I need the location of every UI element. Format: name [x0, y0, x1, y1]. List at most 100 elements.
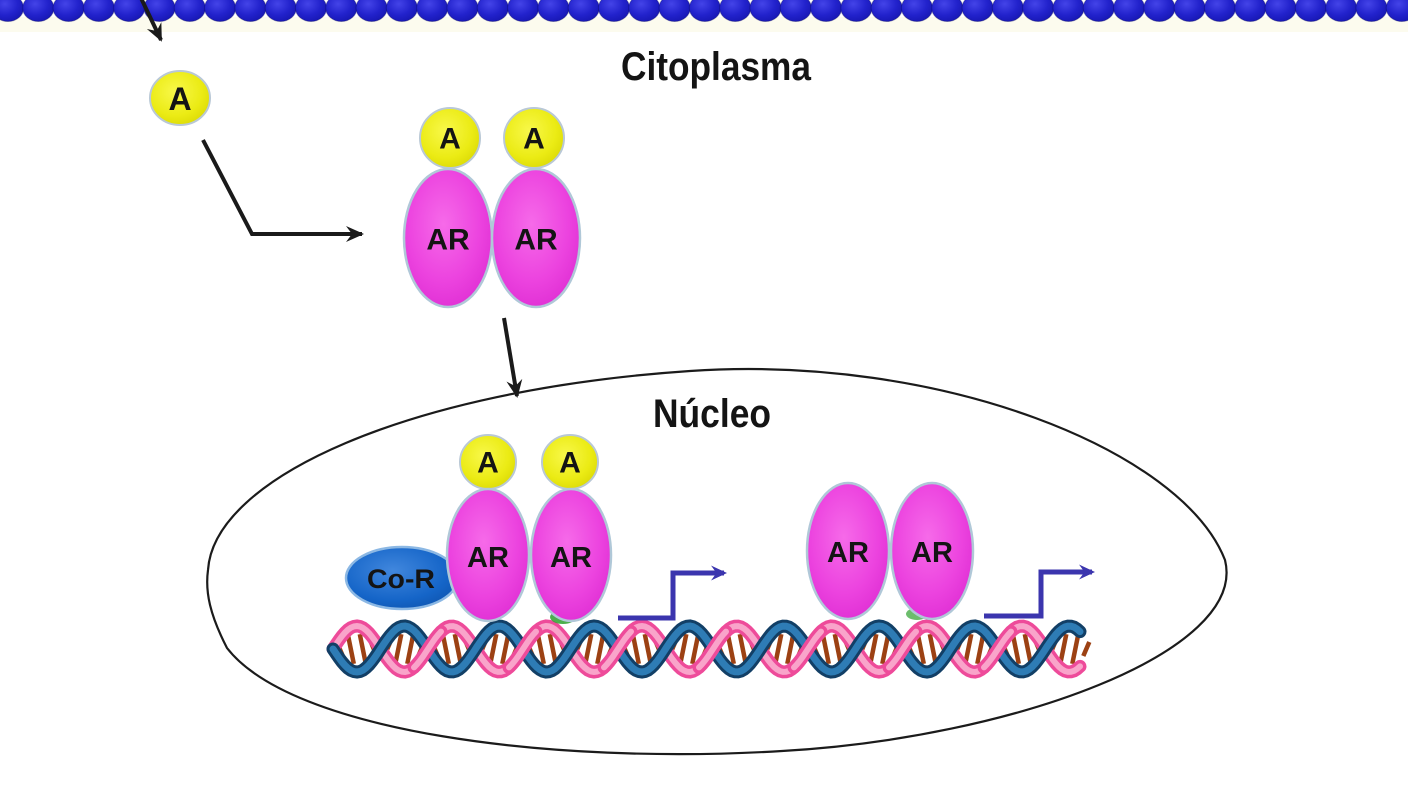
- membrane-lipid-bead: [810, 0, 843, 22]
- nucleus-label: Núcleo: [653, 392, 771, 436]
- dna-base-pair-rung: [488, 633, 499, 665]
- membrane-lipid-bead: [719, 0, 752, 22]
- membrane-lipid-bead: [476, 0, 509, 22]
- androgen-label: A: [477, 447, 499, 480]
- membrane-lipid-bead: [658, 0, 691, 22]
- membrane-lipid-bead: [1325, 0, 1358, 22]
- dna-base-pair-rung: [832, 633, 844, 665]
- dna-base-pair-rung: [583, 633, 594, 665]
- dna-base-pair-rung: [868, 633, 879, 665]
- membrane-lipid-bead: [537, 0, 570, 22]
- dna-base-pair-rung: [1081, 641, 1092, 657]
- membrane-lipid-bead: [991, 0, 1024, 22]
- membrane-lipid-bead: [749, 0, 782, 22]
- dna-base-pair-rung: [927, 633, 939, 665]
- androgen-receptor-oval: [805, 481, 891, 621]
- membrane-lipid-bead: [1294, 0, 1327, 22]
- membrane-lipid-bead: [1113, 0, 1146, 22]
- dna-base-pair-rung: [880, 633, 891, 665]
- membrane-lipid-bead: [234, 0, 267, 22]
- dna-base-pair-rung: [690, 633, 701, 665]
- ar-dimer-cytoplasm: A A AR AR: [402, 107, 582, 309]
- membrane-lipid-bead: [264, 0, 297, 22]
- receptor-label: AR: [514, 224, 558, 257]
- membrane-lipid-bead: [961, 0, 994, 22]
- membrane-underband: [0, 17, 1408, 32]
- androgen-receptor-oval: [490, 167, 582, 309]
- membrane-lipid-bead: [779, 0, 812, 22]
- membrane-lipid-bead: [22, 0, 55, 22]
- membrane-lipid-bead: [870, 0, 903, 22]
- androgen-label: A: [168, 81, 191, 117]
- membrane-lipid-bead: [840, 0, 873, 22]
- dna-strand-blue-highlight: [329, 622, 1084, 676]
- receptor-label: AR: [426, 224, 470, 257]
- androgen-circle: [149, 70, 211, 126]
- dna-crossover-pink-highlight: [791, 628, 824, 671]
- dna-base-pair-rung: [357, 633, 369, 665]
- membrane-lipid-bead: [52, 0, 85, 22]
- dna-base-pair-rung: [500, 633, 511, 665]
- dna-base-pair-rung: [773, 633, 784, 665]
- membrane-lipid-bead: [1234, 0, 1267, 22]
- membrane-lipid-bead: [628, 0, 661, 22]
- dna-base-pair-rung: [535, 633, 547, 665]
- receptor-label: AR: [911, 537, 953, 569]
- dna-base-pair-rung: [345, 633, 357, 665]
- ar-dimer-dna-2: AR AR: [805, 481, 975, 621]
- membrane-lipid-bead: [567, 0, 600, 22]
- receptor-label: AR: [550, 542, 592, 574]
- dna-base-pair-rung: [452, 633, 464, 665]
- dna-base-pair-rung: [785, 633, 796, 665]
- dna-base-pair-rung: [440, 633, 452, 665]
- dna-base-pair-rung: [393, 633, 404, 665]
- dna-base-pair-rung: [595, 633, 606, 665]
- dna-base-pair-rung: [725, 633, 737, 665]
- membrane-lipid-bead: [82, 0, 115, 22]
- membrane-lipid-bead: [1082, 0, 1115, 22]
- membrane-lipid-bead: [1173, 0, 1206, 22]
- androgen-label: A: [559, 447, 581, 480]
- transcription-arrow-1: [618, 565, 727, 621]
- dna-base-pair-rung: [678, 633, 689, 665]
- dna-crossover-pink-highlight: [886, 628, 919, 671]
- androgen-receptor-oval: [889, 481, 975, 621]
- membrane-lipid-bead: [1385, 0, 1408, 22]
- dna-base-pair-rung: [820, 633, 832, 665]
- membrane-lipid-bead: [1355, 0, 1388, 22]
- transcription-arrow-2: [984, 564, 1095, 619]
- membrane-lipid-bead: [1022, 0, 1055, 22]
- cell-membrane: [0, 0, 1408, 22]
- membrane-lipid-bead: [1264, 0, 1297, 22]
- dna-base-pair-rung: [737, 633, 749, 665]
- membrane-lipid-bead: [113, 0, 146, 22]
- dna-crossover-pink-highlight: [696, 628, 729, 671]
- androgen-molecule: A: [149, 70, 211, 126]
- dna-base-pair-rung: [1058, 633, 1069, 665]
- dna-base-pair-rung: [915, 633, 927, 665]
- receptor-label: AR: [467, 542, 509, 574]
- ar-dimer-dna-1: A A Co-R AR AR: [344, 434, 613, 623]
- membrane-lipid-bead: [446, 0, 479, 22]
- androgen-entry-arrow: [139, 0, 163, 42]
- dna-crossover-pink-highlight: [601, 628, 634, 671]
- dna-base-pair-rung: [642, 633, 654, 665]
- androgen-receptor-oval: [445, 487, 531, 623]
- cytoplasm-label: Citoplasma: [621, 45, 812, 89]
- membrane-lipid-bead: [688, 0, 721, 22]
- membrane-lipid-bead: [204, 0, 237, 22]
- corepressor-label: Co-R: [367, 564, 435, 594]
- dna-helix: [326, 619, 1092, 679]
- dna-base-pair-rung: [405, 633, 416, 665]
- dna-crossover-pink-highlight: [506, 628, 539, 671]
- membrane-lipid-bead: [385, 0, 418, 22]
- nuclear-translocation-arrow: [502, 317, 523, 398]
- membrane-lipid-bead: [597, 0, 631, 22]
- membrane-lipid-bead: [507, 0, 540, 22]
- membrane-lipid-bead: [325, 0, 358, 22]
- dna-base-pair-rung: [1010, 633, 1022, 665]
- dna-base-pair-rung: [1070, 633, 1081, 665]
- dna-base-pair-rung: [1022, 633, 1034, 665]
